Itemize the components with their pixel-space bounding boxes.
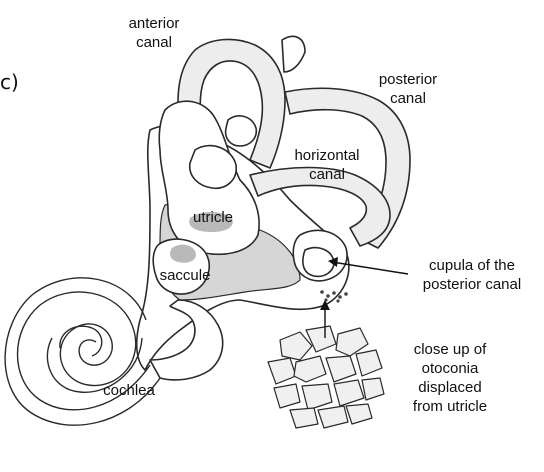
label-cochlea: cochlea	[103, 382, 155, 399]
saccule-shape	[152, 238, 210, 295]
label-otoconia-line1: close up of	[413, 341, 487, 358]
label-posterior-canal-line2: canal	[390, 90, 426, 107]
label-anterior-canal: anterior canal	[114, 14, 194, 52]
label-posterior-canal-line1: posterior	[378, 71, 438, 88]
panel-label: c)	[0, 70, 19, 94]
pointer-arrows	[320, 257, 409, 338]
label-otoconia-line3: displaced	[418, 379, 482, 396]
label-horizontal-canal-line1: horizontal	[294, 147, 360, 164]
label-saccule: saccule	[159, 267, 211, 284]
label-horizontal-canal: horizontal canal	[282, 146, 372, 184]
label-otoconia-line2: otoconia	[421, 360, 479, 377]
cochlea-shape	[4, 277, 161, 426]
cupula-pointer-line	[331, 261, 409, 275]
label-otoconia-line4: from utricle	[412, 398, 488, 415]
label-posterior-canal: posterior canal	[368, 70, 448, 108]
cochlear-duct	[149, 299, 224, 381]
label-anterior-canal-line2: canal	[136, 34, 172, 51]
otoconia-cluster	[267, 325, 385, 429]
label-anterior-canal-line1: anterior	[128, 15, 180, 32]
label-cupula-line1: cupula of the	[429, 257, 515, 274]
cupula-shape	[302, 246, 348, 303]
anterior-canal-shape	[177, 35, 306, 169]
label-horizontal-canal-line2: canal	[309, 166, 345, 183]
label-cupula-line2: posterior canal	[422, 276, 522, 293]
label-utricle: utricle	[192, 209, 233, 226]
label-otoconia: close up of otoconia displaced from utri…	[400, 340, 500, 416]
cupula-arrowhead	[328, 257, 338, 267]
horizontal-canal-shape	[249, 166, 391, 247]
label-cupula: cupula of the posterior canal	[410, 256, 534, 294]
otoconia-arrowhead	[320, 300, 330, 310]
